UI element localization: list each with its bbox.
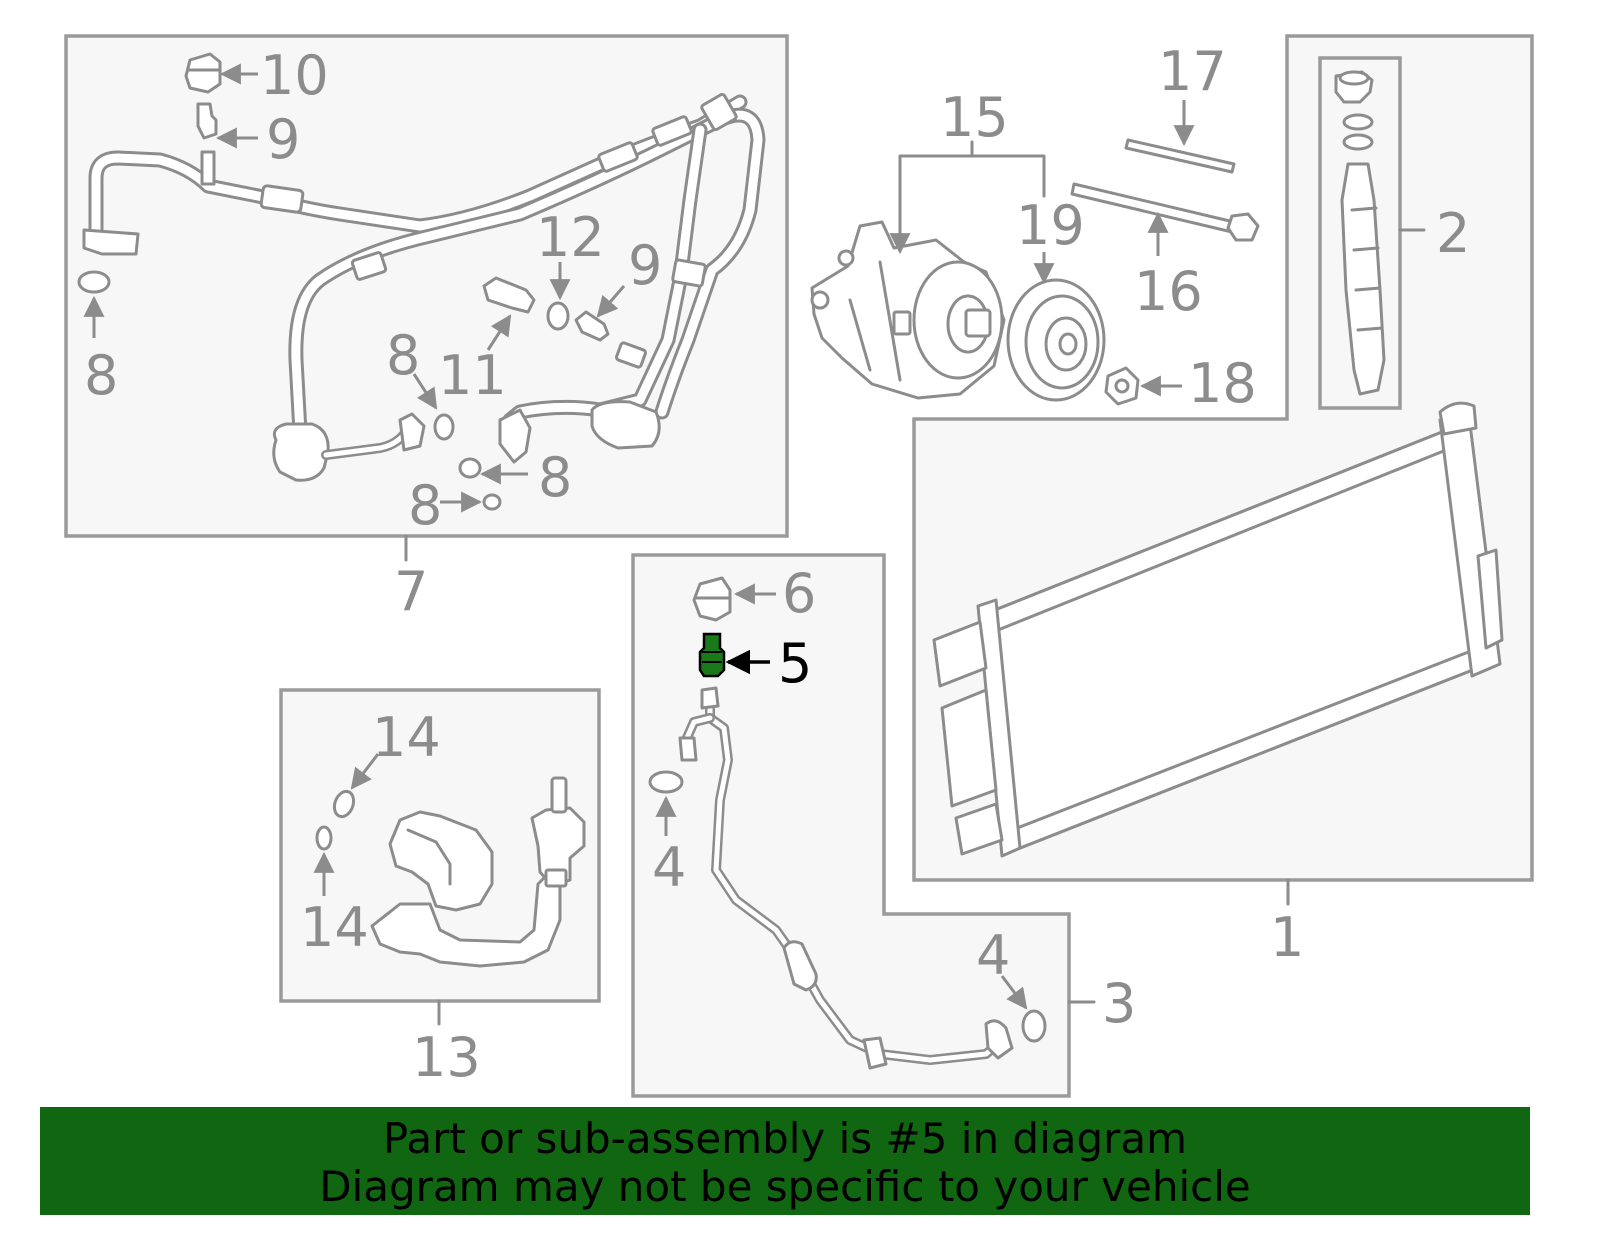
callout-8-mid: 8 xyxy=(386,324,420,387)
callout-9-mid: 9 xyxy=(628,234,662,297)
compressor-15 xyxy=(810,220,1006,400)
callout-2: 2 xyxy=(1436,202,1470,265)
arrow-9-mid xyxy=(596,285,626,318)
callout-3: 3 xyxy=(1102,972,1136,1035)
dryer-o-ring-a xyxy=(1342,113,1374,131)
dryer-desiccant xyxy=(1340,162,1386,396)
callout-17: 17 xyxy=(1158,40,1227,103)
o-ring-14-bottom xyxy=(315,825,333,851)
arrow-8-mid xyxy=(412,373,438,410)
valve-core-5 xyxy=(698,632,726,678)
sensor-11 xyxy=(482,276,536,314)
callout-8-lower-b: 8 xyxy=(408,474,442,537)
callout-14-top: 14 xyxy=(372,706,441,769)
callout-10: 10 xyxy=(260,44,329,107)
cap-10 xyxy=(184,52,222,94)
dryer-cap xyxy=(1334,70,1374,104)
o-ring-4-bottom xyxy=(1021,1009,1047,1043)
callout-4-bottom: 4 xyxy=(976,924,1010,987)
o-ring-12 xyxy=(546,301,570,331)
callout-4-top: 4 xyxy=(652,836,686,899)
valve-core-9-mid xyxy=(574,310,610,342)
callout-9-top: 9 xyxy=(266,108,300,171)
callout-12: 12 xyxy=(536,206,605,269)
callout-16: 16 xyxy=(1134,260,1203,323)
dryer-o-ring-b xyxy=(1342,133,1374,151)
bolt-16 xyxy=(1070,182,1260,242)
callout-8-left: 8 xyxy=(84,344,118,407)
callout-11: 11 xyxy=(438,344,507,407)
stud-17 xyxy=(1124,138,1236,174)
o-ring-8-mid xyxy=(433,413,455,441)
valve-core-9-top xyxy=(196,102,218,140)
nut-18 xyxy=(1104,366,1140,406)
suction-discharge-hose-assembly xyxy=(82,92,766,482)
arrow-14-top xyxy=(350,753,380,790)
callout-5: 5 xyxy=(778,632,812,695)
callout-1: 1 xyxy=(1270,906,1304,969)
arrow-11 xyxy=(486,314,512,351)
arrow-4-bottom xyxy=(1000,975,1028,1010)
callout-19: 19 xyxy=(1016,194,1085,257)
box-hose-assembly-7 xyxy=(64,34,789,538)
o-ring-8-lower-a xyxy=(458,457,482,479)
callout-18: 18 xyxy=(1188,352,1257,415)
o-ring-8-lower-b xyxy=(482,493,502,511)
o-ring-4-top xyxy=(648,770,684,794)
box-liquid-line-3 xyxy=(631,553,1071,1098)
callout-15: 15 xyxy=(940,86,1009,149)
hose-assembly-13 xyxy=(370,776,586,968)
callout-7: 7 xyxy=(394,560,428,623)
info-banner: Part or sub-assembly is #5 in diagram Di… xyxy=(40,1107,1530,1215)
callout-6: 6 xyxy=(782,562,816,625)
callout-14-bottom: 14 xyxy=(300,896,369,959)
liquid-line xyxy=(678,686,1014,1070)
banner-line-1: Part or sub-assembly is #5 in diagram xyxy=(382,1114,1188,1163)
banner-line-2: Diagram may not be specific to your vehi… xyxy=(319,1162,1251,1211)
clutch-pulley-19 xyxy=(1006,278,1106,402)
o-ring-14-top xyxy=(332,789,356,819)
cap-6 xyxy=(692,576,732,622)
condenser xyxy=(932,401,1504,858)
callout-13: 13 xyxy=(412,1026,481,1089)
callout-8-lower-a: 8 xyxy=(538,446,572,509)
o-ring-8-left xyxy=(77,270,111,294)
